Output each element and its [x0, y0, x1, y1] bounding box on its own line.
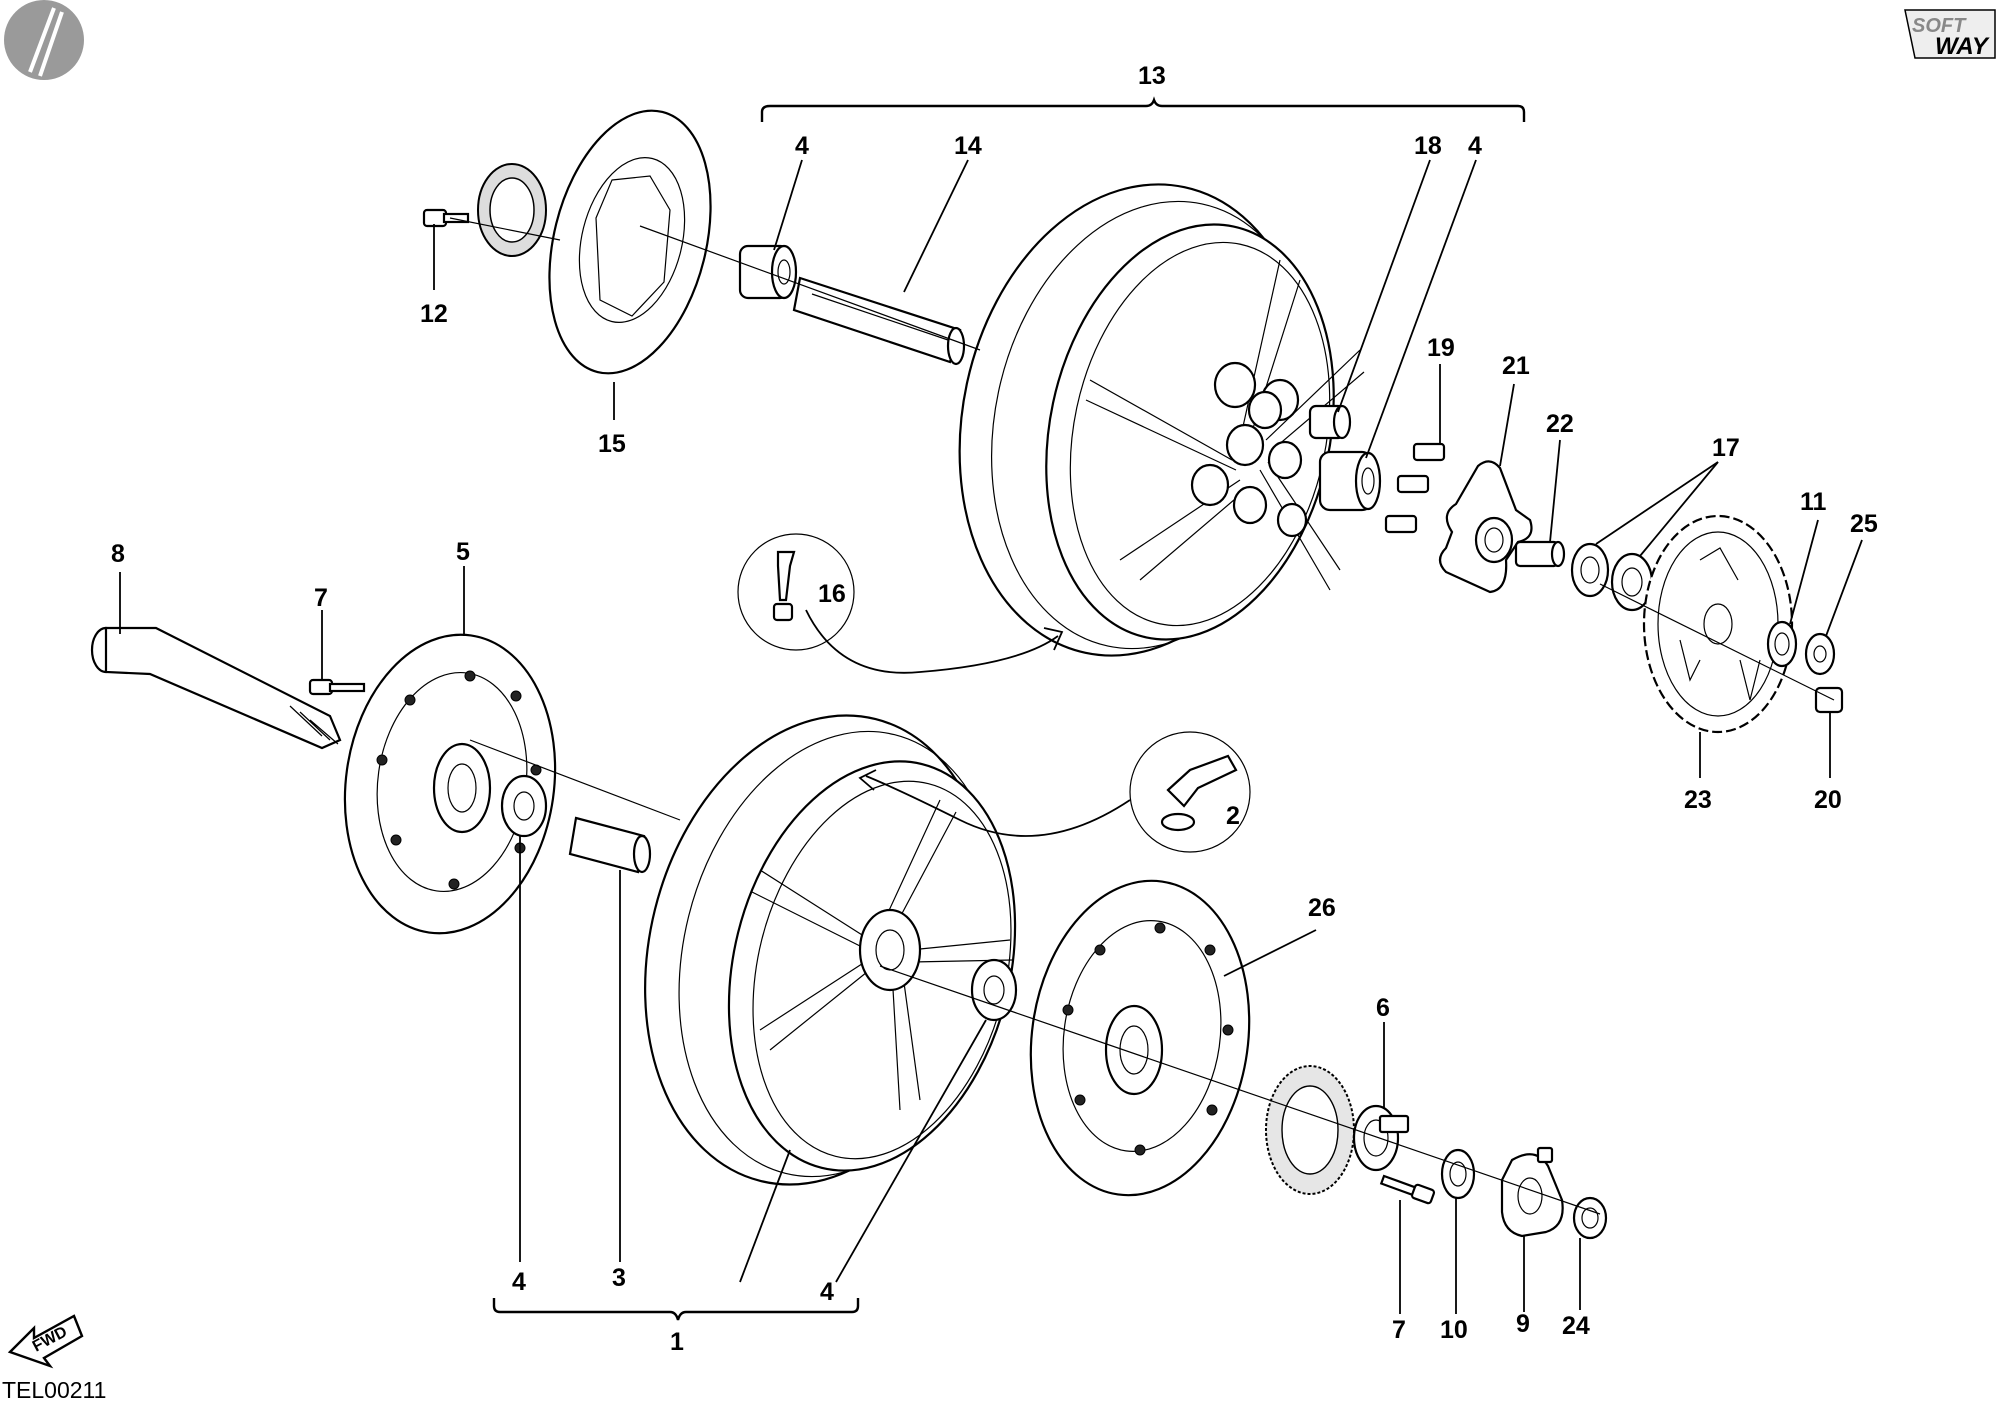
callout-6: 6 [1376, 994, 1390, 1022]
callout-9: 9 [1516, 1310, 1530, 1338]
brand-disc-icon [4, 0, 84, 80]
callout-16: 16 [818, 580, 846, 608]
front-bearing-right [970, 958, 1018, 1022]
callout-24: 24 [1562, 1312, 1590, 1340]
callout-18: 18 [1414, 132, 1442, 160]
rear-bearing-right [1318, 450, 1382, 512]
rear-spacer-sleeve [792, 276, 966, 366]
bearing-17 [1570, 542, 1654, 612]
callout-4-upper-right: 4 [1468, 132, 1482, 160]
callout-2: 2 [1226, 802, 1240, 830]
rear-bearing-18 [1308, 404, 1352, 440]
logo-soft: SOFT [1912, 15, 1967, 37]
circlip-11 [1766, 620, 1798, 668]
washer-10 [1440, 1148, 1476, 1200]
valve-detail-bubble-16 [737, 533, 1064, 674]
front-left-brake-disc [343, 633, 557, 935]
callout-4-upper-left: 4 [795, 132, 809, 160]
front-axle [90, 626, 342, 750]
bolt-12 [422, 208, 470, 228]
callout-11: 11 [1800, 488, 1827, 516]
bolt-7-lower [1379, 1174, 1436, 1205]
logo-way: WAY [1935, 33, 1990, 60]
callout-4-lower-left: 4 [512, 1268, 526, 1296]
rear-abs-ring [477, 163, 547, 257]
axle-nut-24 [1572, 1196, 1608, 1240]
brace-front-assembly [492, 1298, 860, 1321]
callout-21: 21 [1502, 352, 1530, 380]
callout-26: 26 [1308, 894, 1336, 922]
front-bearing-left [500, 774, 548, 838]
bolt-7-upper [308, 678, 366, 696]
rear-brake-disc [548, 109, 712, 375]
callout-13: 13 [1138, 62, 1166, 90]
callout-labels: 13 4 14 18 4 12 15 19 21 22 17 11 25 16 … [111, 62, 1878, 1356]
washer-25 [1804, 632, 1836, 676]
forward-arrow-icon: FWD [7, 1314, 84, 1369]
drawing-code: TEL00211 [2, 1377, 106, 1403]
callout-22: 22 [1546, 410, 1574, 438]
nut-20 [1814, 686, 1844, 714]
callout-17: 17 [1712, 434, 1740, 462]
callout-15: 15 [598, 430, 626, 458]
callout-7-upper: 7 [314, 584, 328, 612]
rear-hub [1190, 361, 1308, 538]
callout-8: 8 [111, 540, 125, 568]
callout-5: 5 [456, 538, 470, 566]
callout-7-lower: 7 [1392, 1316, 1406, 1344]
valve-detail-bubble-2 [858, 731, 1251, 853]
callout-10: 10 [1440, 1316, 1468, 1344]
callout-20: 20 [1814, 786, 1842, 814]
rear-sprocket [1642, 514, 1794, 734]
front-spacer-sleeve [568, 816, 652, 874]
rear-wheel [958, 183, 1365, 657]
callout-14: 14 [954, 132, 982, 160]
brace-rear-assembly [760, 96, 1526, 122]
spacer-22 [1514, 540, 1566, 568]
rear-bearing-left [738, 244, 798, 300]
softway-logo: SOFT WAY [1904, 9, 1996, 60]
callout-12: 12 [420, 300, 448, 328]
callout-3: 3 [612, 1264, 626, 1292]
callout-23: 23 [1684, 786, 1712, 814]
sensor-bracket-6 [1352, 1104, 1410, 1172]
front-abs-ring [1265, 1065, 1355, 1195]
axle-clamp-9 [1500, 1146, 1564, 1238]
callout-25: 25 [1850, 510, 1878, 538]
front-wheel [644, 714, 1017, 1186]
stud-19 [1384, 442, 1446, 534]
callout-1: 1 [670, 1328, 684, 1356]
callout-4-lower-right: 4 [820, 1278, 834, 1306]
callout-19: 19 [1427, 334, 1455, 362]
leader-lines [119, 159, 1863, 1314]
sprocket-carrier [1438, 460, 1533, 594]
front-right-brake-disc [1029, 879, 1251, 1197]
